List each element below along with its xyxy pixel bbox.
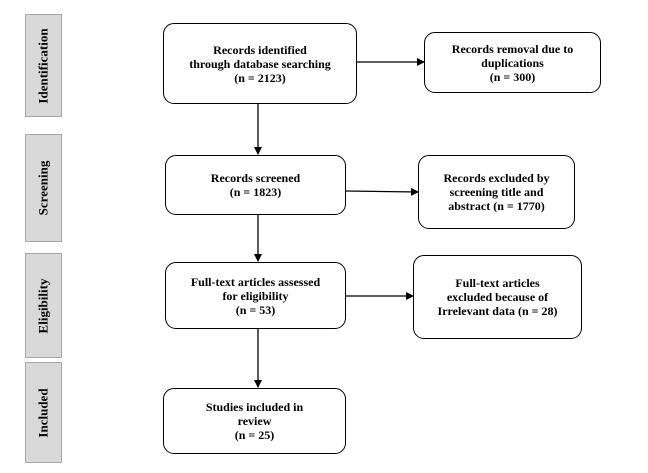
box-text-line: abstract (n = 1770) xyxy=(448,199,545,213)
box-text-line: Full-text articles assessed xyxy=(190,274,321,289)
box-text-line: Records identified xyxy=(213,42,307,57)
stage-identification: Identification xyxy=(25,14,62,117)
stage-eligibility: Eligibility xyxy=(25,253,62,358)
box-records-excluded: Records excluded by screening title and … xyxy=(418,155,575,229)
box-text-line: Full-text articles xyxy=(455,276,540,290)
box-text-line: (n = 53) xyxy=(235,302,276,317)
box-studies-included: Studies included in review (n = 25) xyxy=(163,388,346,454)
box-records-screened: Records screened (n = 1823) xyxy=(165,155,346,215)
box-text-line: Records removal due to xyxy=(451,41,574,56)
box-text-line: Studies included in xyxy=(205,400,304,414)
box-text-line: review xyxy=(237,414,272,428)
box-text-line: (n = 25) xyxy=(234,428,275,442)
box-text-line: (n = 300) xyxy=(489,69,536,84)
stage-screening: Screening xyxy=(25,134,62,242)
box-text-line: Records excluded by xyxy=(443,171,550,185)
box-text-line: through database searching xyxy=(189,56,331,71)
box-text-line: screening title and xyxy=(449,185,544,199)
box-text-line: (n = 2123) xyxy=(234,70,286,85)
stage-eligibility-label: Eligibility xyxy=(35,278,51,333)
box-text-line: Records screened xyxy=(210,171,301,185)
stage-included: Included xyxy=(25,362,62,463)
stage-identification-label: Identification xyxy=(35,27,51,104)
box-text-line: Irrelevant data (n = 28) xyxy=(437,304,558,318)
box-text-line: excluded because of xyxy=(446,290,549,304)
stage-included-label: Included xyxy=(35,387,51,438)
arrow-screened-to-excluded xyxy=(345,187,419,196)
box-records-identified: Records identified through database sear… xyxy=(163,23,357,104)
box-full-text-assessed: Full-text articles assessed for eligibil… xyxy=(165,262,346,329)
stage-screening-label: Screening xyxy=(35,160,51,216)
box-text-line: for eligibility xyxy=(222,288,289,303)
box-text-line: (n = 1823) xyxy=(229,185,282,199)
box-text-line: duplications xyxy=(481,55,544,70)
box-full-text-excluded: Full-text articles excluded because of I… xyxy=(413,255,582,339)
box-records-removed: Records removal due to duplications (n =… xyxy=(424,32,601,93)
